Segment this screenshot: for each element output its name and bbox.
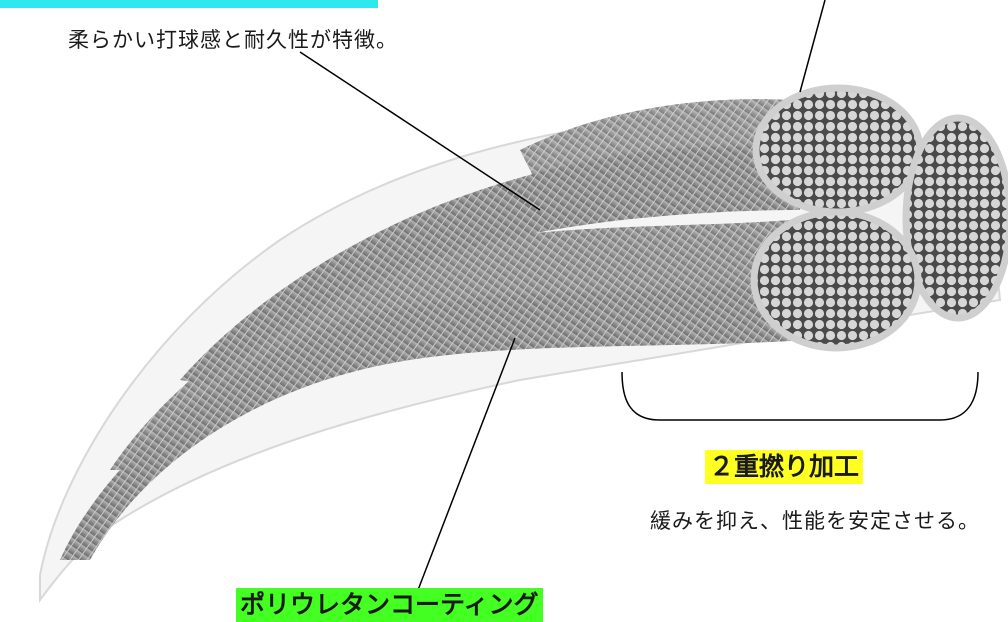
top-description: 柔らかい打球感と耐久性が特徴。: [68, 28, 398, 52]
strand-middle: [110, 220, 800, 470]
leader-line-core: [799, 0, 826, 93]
cross-section-bottom: [750, 208, 922, 352]
twist-title: ２重撚り加工: [705, 450, 864, 484]
cross-section-right: [902, 114, 1008, 322]
coating-title: ポリウレタンコーティング: [236, 588, 543, 622]
top-highlight-bar: [0, 0, 378, 8]
strand-upper: [180, 146, 800, 385]
strand-lower: [60, 280, 810, 560]
leader-line-coating: [417, 337, 516, 591]
twist-description: 緩みを抑え、性能を安定させる。: [650, 509, 980, 533]
cross-section-top: [752, 84, 924, 216]
twist-bracket: [621, 371, 979, 421]
leader-line-texture: [299, 51, 541, 211]
strand-top: [520, 99, 800, 190]
